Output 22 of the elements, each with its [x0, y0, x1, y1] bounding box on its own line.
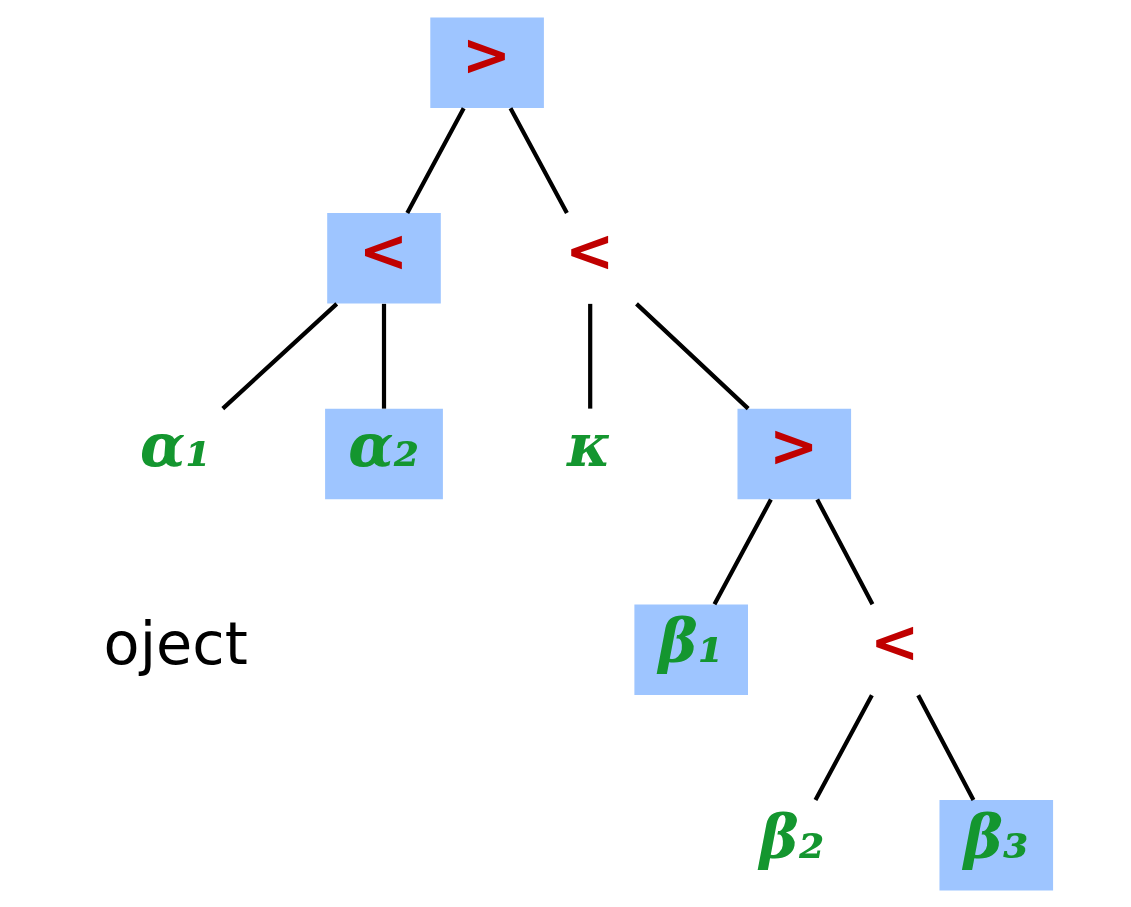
label: oject	[103, 608, 248, 678]
connector	[220, 301, 338, 410]
connector	[634, 301, 750, 410]
node-text: β₂	[759, 802, 824, 872]
connector	[915, 693, 975, 801]
node-text: <	[564, 215, 614, 285]
node-box: β₃	[938, 799, 1053, 891]
node-box: >	[737, 408, 851, 499]
connector	[508, 106, 569, 214]
node-box: <	[326, 212, 441, 304]
node-text: α₁	[139, 410, 211, 480]
connector	[813, 693, 874, 801]
connector	[587, 303, 592, 409]
connector	[814, 498, 874, 605]
connector	[381, 303, 386, 409]
node-box: β₁	[633, 603, 748, 695]
node-text: <	[869, 606, 919, 676]
connector	[712, 498, 773, 605]
node-text: κ	[566, 410, 611, 480]
node-box: α₂	[324, 408, 443, 499]
connector	[404, 106, 466, 214]
node-box: >	[429, 16, 544, 108]
